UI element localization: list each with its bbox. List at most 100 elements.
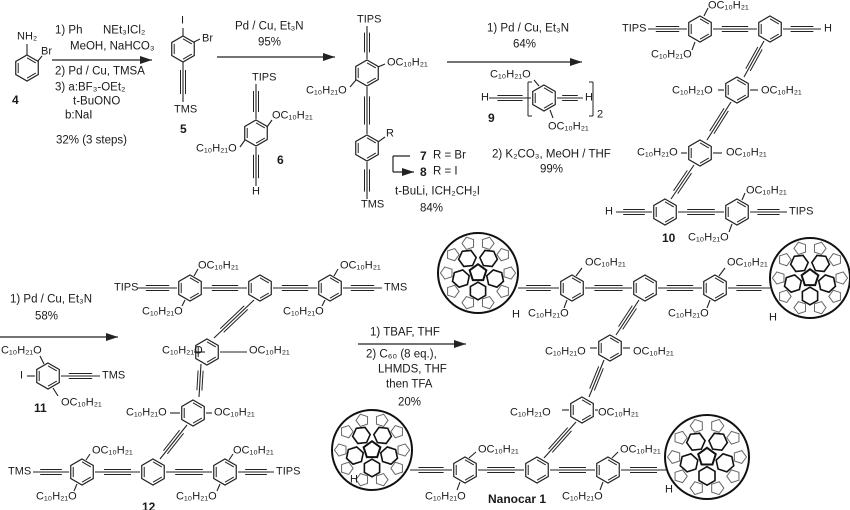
s1-yield: 32% (3 steps) [56,134,127,147]
fullerene-face [708,432,729,451]
bond [85,453,91,461]
c9-label: 9 [488,111,495,125]
triple-bond [551,430,572,453]
bond [691,41,696,51]
fullerene-face [810,254,831,273]
fullerene-face [726,430,740,445]
c12-co: C₁₀H₂₁O [176,490,217,503]
fullerene-face [485,269,505,289]
bond [239,139,246,148]
double-bond [543,102,554,109]
double-bond [736,216,747,223]
double-bond [255,137,266,144]
fullerene-face [674,469,688,484]
nanocar-co: C₁₀H₂₁O [562,490,603,503]
fullerene-face [711,481,725,496]
double-bond [714,292,725,299]
bond [349,79,357,88]
fullerene-face [468,262,488,282]
s1-line1a: 1) Ph [55,24,83,37]
c10-oc: OC₁₀H₂₁ [726,146,767,159]
fullerene-face [828,252,841,267]
c6-tips: TIPS [252,71,277,84]
double-bond [607,459,618,466]
fullerene-face [333,443,347,457]
c9-oc: OC₁₀H₂₁ [548,120,589,133]
fullerene-face [674,430,688,445]
arrow-head [454,340,466,348]
bond [377,63,386,68]
fullerene-face [835,271,849,285]
c11-oc: OC₁₀H₂₁ [61,396,102,409]
nanocar-oc: OC₁₀H₂₁ [585,256,626,269]
c6-co: C₁₀H₂₁O [196,142,237,155]
c12-tms: TMS [8,465,32,478]
triple-bond [618,305,633,327]
c10-label: 10 [662,231,676,245]
fullerene-face [355,413,369,428]
triple-bond [622,308,637,330]
triple-bond [198,363,202,398]
nanocar-co: C₁₀H₂₁O [425,490,466,503]
double-bond [699,157,710,164]
c78-tms: TMS [361,198,385,211]
c10-oc: OC₁₀H₂₁ [708,0,749,12]
bond [456,481,461,491]
double-bond [644,292,655,299]
double-bond [536,474,547,481]
bond [563,299,568,309]
fullerene-face [697,446,717,466]
double-bond [609,337,620,344]
double-bond [206,341,217,348]
bond [333,268,339,277]
triple-bond [713,110,729,135]
c4-br: Br [41,45,52,58]
double-bond [26,72,37,79]
double-bond [699,142,710,149]
benzene-ring [70,458,94,486]
double-bond [182,53,193,60]
c12-co: C₁₀H₂₁O [162,344,203,357]
bond [321,299,326,307]
c12-tms: TMS [384,281,408,294]
bond [533,79,540,87]
bond [39,355,45,365]
benzene-ring [141,458,165,486]
s6-yield: 20% [398,396,422,409]
fullerene-face [779,252,792,267]
double-bond [189,277,200,284]
c5-tms: TMS [174,103,198,116]
c8-label: 8 [420,165,427,179]
nanocar-h: H [350,473,358,486]
c5-label: 5 [180,122,187,136]
bond [718,267,726,277]
s5-line1: 1) Pd / Cu, Et₃N [10,293,93,306]
double-bond [47,380,58,387]
c9-co: C₁₀H₂₁O [490,68,531,81]
bond [73,483,78,492]
c6-oc: OC₁₀H₂₁ [272,109,313,122]
fullerene-face [372,426,393,445]
benzene-ring [570,396,594,424]
nanocar-h: H [665,483,673,496]
s6-line4: then TFA [386,378,433,391]
benzene-ring [36,362,60,390]
bond [599,481,604,491]
bond [181,299,186,307]
double-bond [644,277,655,284]
s6-line2: 2) C₆₀ (8 eq.), [366,348,437,361]
c7-label: 7 [420,149,427,163]
benzene-ring [688,15,712,43]
nanocar-h: H [769,311,777,324]
fullerene-face [379,446,399,466]
benzene-ring [171,35,195,63]
double-bond [26,57,37,64]
bond [266,119,273,128]
double-bond [182,38,193,45]
c10-oc: OC₁₀H₂₁ [761,84,802,97]
benzene-ring [525,456,549,484]
s6-line1: 1) TBAF, THF [370,326,440,339]
fullerene-face [800,267,820,287]
fullerene-face [375,472,389,487]
